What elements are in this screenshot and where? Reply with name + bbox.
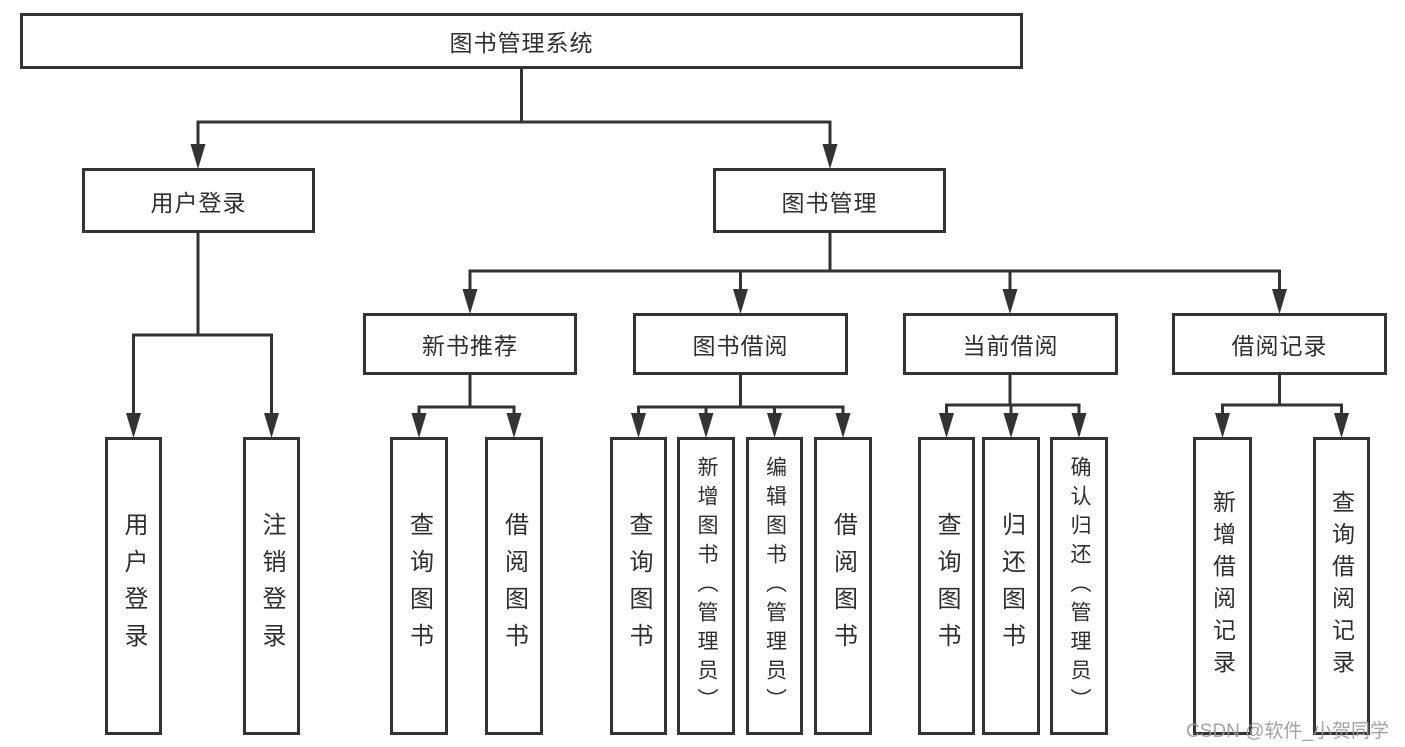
node-label: 新书推荐 — [422, 333, 518, 359]
node-label: 新增图书（管理员） — [695, 455, 718, 717]
leaf-bb-query-books: 查询图书 — [610, 437, 667, 735]
leaf-logout-login: 注销登录 — [243, 437, 300, 735]
leaf-user-login: 用户登录 — [105, 437, 162, 735]
arrowheads — [126, 144, 1349, 438]
leaf-nbr-borrow-books: 借阅图书 — [485, 437, 543, 735]
leaf-nbr-query-books: 查询图书 — [390, 437, 448, 735]
leaf-bb-add-books-admin: 新增图书（管理员） — [677, 437, 735, 735]
node-borrow-records: 借阅记录 — [1172, 313, 1387, 375]
node-label: 借阅图书 — [829, 512, 857, 660]
node-label: 查询图书 — [625, 512, 652, 660]
node-label: 查询图书 — [933, 512, 960, 660]
node-user-login: 用户登录 — [82, 168, 315, 233]
node-label: 查询图书 — [405, 512, 433, 660]
node-new-book-recommend: 新书推荐 — [363, 313, 577, 375]
node-library-system-root: 图书管理系统 — [20, 13, 1023, 69]
leaf-cb-return-books: 归还图书 — [982, 437, 1040, 735]
node-label: 图书借阅 — [692, 333, 789, 359]
node-label: 注销登录 — [258, 512, 285, 660]
leaf-bb-edit-books-admin: 编辑图书（管理员） — [746, 437, 803, 735]
node-label: 新增借阅记录 — [1209, 490, 1236, 682]
node-label: 归还图书 — [997, 512, 1025, 660]
node-current-borrow: 当前借阅 — [903, 313, 1118, 375]
node-label: 用户登录 — [150, 189, 247, 216]
node-book-borrow: 图书借阅 — [633, 313, 848, 375]
node-label: 查询借阅记录 — [1328, 490, 1355, 682]
leaf-bb-borrow-books: 借阅图书 — [814, 437, 872, 735]
leaf-br-add-record: 新增借阅记录 — [1193, 437, 1252, 735]
node-label: 借阅图书 — [500, 512, 528, 660]
node-label: 图书管理系统 — [449, 30, 594, 56]
node-label: 编辑图书（管理员） — [763, 455, 787, 717]
node-label: 当前借阅 — [962, 333, 1059, 359]
node-label: 用户登录 — [120, 512, 147, 660]
leaf-br-query-record: 查询借阅记录 — [1313, 437, 1370, 735]
node-label: 借阅记录 — [1231, 333, 1328, 359]
node-book-management: 图书管理 — [713, 168, 946, 233]
leaf-cb-query-books: 查询图书 — [918, 437, 975, 735]
csdn-watermark: CSDN @软件_小贺同学 — [1186, 721, 1389, 742]
node-label: 图书管理 — [781, 189, 878, 216]
node-label: 确认归还（管理员） — [1068, 455, 1091, 717]
leaf-cb-confirm-return-admin: 确认归还（管理员） — [1050, 437, 1108, 735]
